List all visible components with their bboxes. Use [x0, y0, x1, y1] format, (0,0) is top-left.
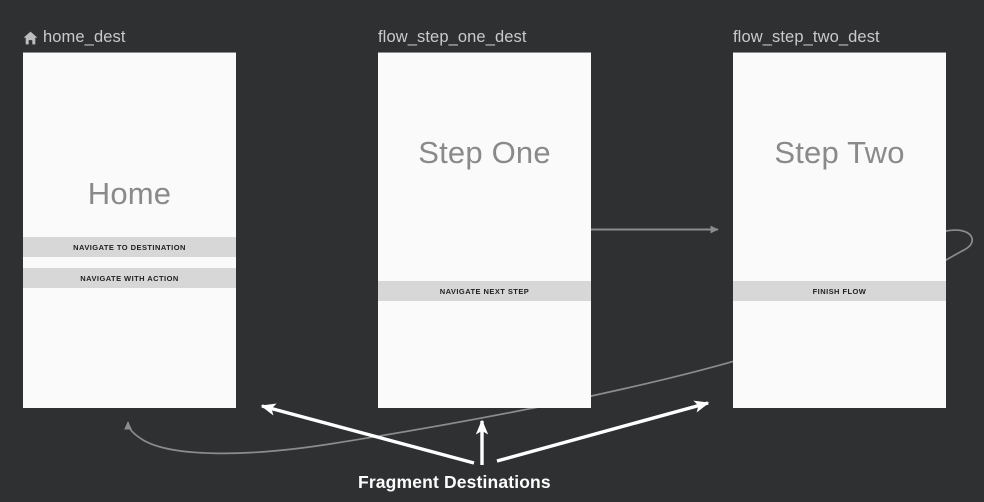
phone-frame-home_dest: Home Navigate to destination Navigate wi… [23, 52, 236, 408]
button-navigate-to-destination[interactable]: Navigate to destination [23, 237, 236, 257]
destination-home_dest[interactable]: home_dest Home Navigate to destination N… [23, 28, 236, 408]
destination-label-text: home_dest [43, 27, 126, 46]
destination-label-text: flow_step_one_dest [378, 27, 527, 46]
annotation-arrow-to-step-two [496, 400, 710, 463]
phone-frame-flow_step_two_dest: Step Two Finish flow [733, 52, 946, 408]
home-icon [23, 31, 38, 45]
button-navigate-with-action[interactable]: Navigate with action [23, 268, 236, 288]
screen-title-step-one: Step One [418, 135, 551, 170]
screen-title-home: Home [87, 176, 172, 211]
annotation-caption: Fragment Destinations [358, 472, 551, 492]
button-finish-flow[interactable]: Finish flow [733, 281, 946, 301]
destination-flow_step_two_dest[interactable]: flow_step_two_dest Step Two Finish flow [733, 28, 946, 408]
annotation-arrow-to-home [260, 403, 475, 465]
destination-flow_step_one_dest[interactable]: flow_step_one_dest Step One Navigate nex… [378, 28, 591, 408]
screen-title-step-two: Step Two [774, 135, 905, 170]
destination-label-home_dest: home_dest [23, 27, 126, 46]
button-navigate-next-step[interactable]: Navigate next step [378, 281, 591, 301]
phone-frame-flow_step_one_dest: Step One Navigate next step [378, 52, 591, 408]
destination-label-flow_step_two_dest: flow_step_two_dest [733, 27, 880, 46]
destination-label-flow_step_one_dest: flow_step_one_dest [378, 27, 527, 46]
destination-label-text: flow_step_two_dest [733, 27, 880, 46]
